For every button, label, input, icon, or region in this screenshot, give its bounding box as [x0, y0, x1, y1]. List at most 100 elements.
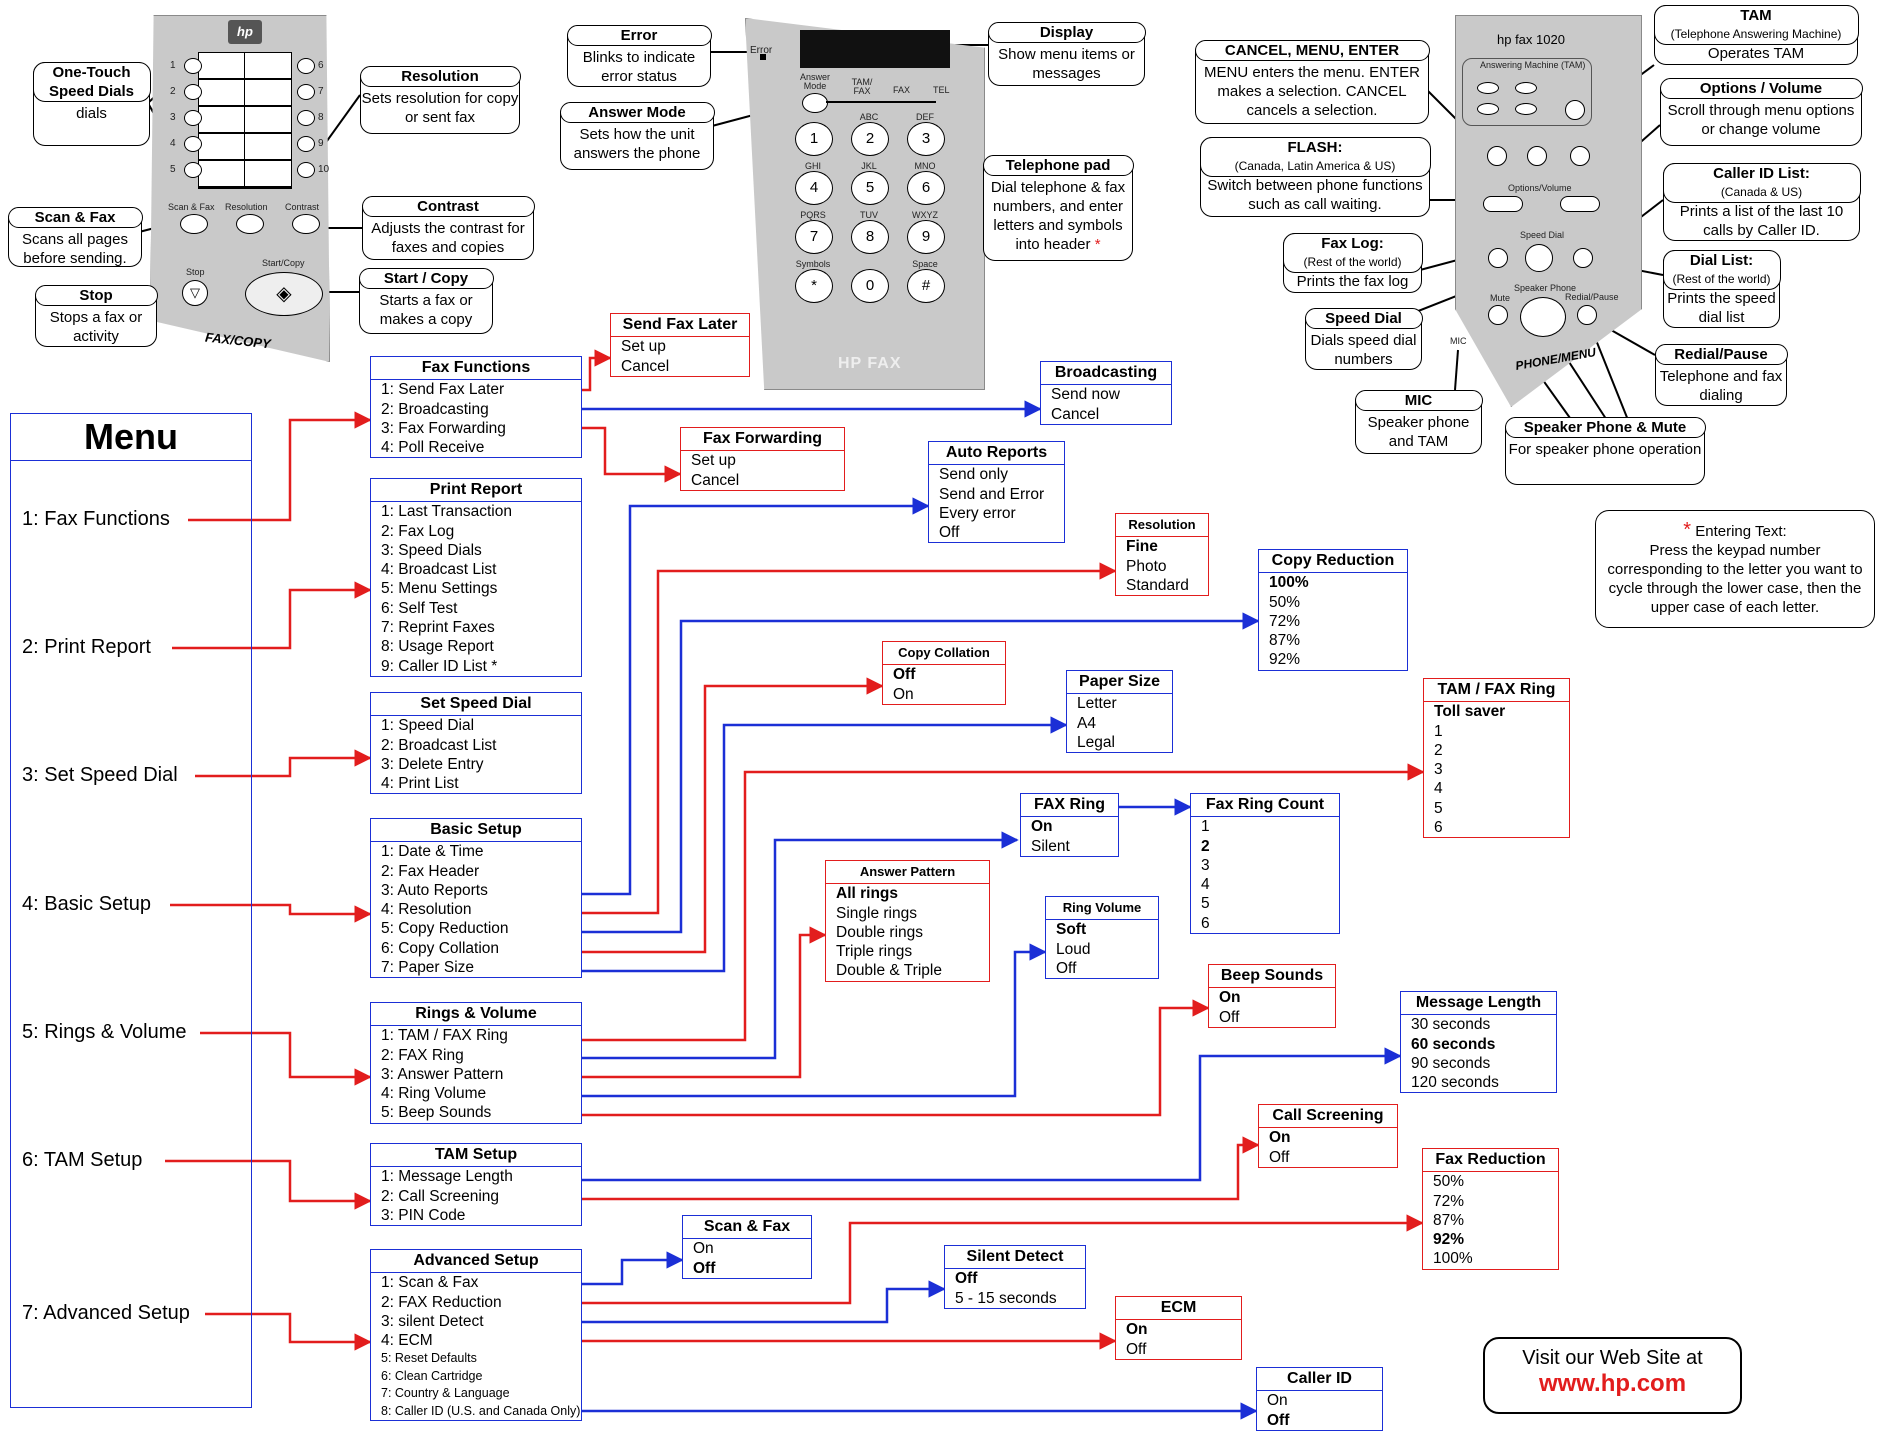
- box-item[interactable]: Set up: [691, 452, 736, 470]
- box-item[interactable]: 1: [1434, 722, 1443, 740]
- play-key[interactable]: [1565, 100, 1585, 120]
- menu-item-5[interactable]: 5: Rings & Volume: [22, 1021, 187, 1043]
- box-item[interactable]: Send now: [1051, 386, 1120, 404]
- keypad-key[interactable]: *: [795, 269, 833, 303]
- box-item[interactable]: 72%: [1433, 1192, 1465, 1210]
- skip-key[interactable]: [1477, 103, 1499, 115]
- box-item[interactable]: Off: [1126, 1340, 1147, 1358]
- box-item[interactable]: Silent: [1031, 837, 1070, 855]
- speed-dial-key[interactable]: [297, 58, 315, 74]
- box-item[interactable]: 2: Broadcasting: [381, 400, 489, 418]
- speed-dial-key[interactable]: [184, 136, 202, 152]
- box-item[interactable]: 8: Usage Report: [381, 638, 494, 656]
- box-item[interactable]: 2: Fax Header: [381, 862, 480, 880]
- box-item[interactable]: 7: Country & Language: [381, 1386, 510, 1401]
- box-item[interactable]: 6: [1201, 914, 1210, 932]
- box-item[interactable]: 4: Resolution: [381, 901, 472, 919]
- box-item[interactable]: 1: Last Transaction: [381, 503, 512, 521]
- speed-dial-key[interactable]: [297, 110, 315, 126]
- speed-dial-key[interactable]: [184, 110, 202, 126]
- box-item[interactable]: 3: Delete Entry: [381, 755, 484, 773]
- contrast-key[interactable]: [292, 214, 320, 234]
- box-item[interactable]: Fine: [1126, 538, 1158, 556]
- box-item[interactable]: On: [1267, 1392, 1288, 1410]
- speed-dial-key[interactable]: [297, 162, 315, 178]
- answer-mode-key[interactable]: [802, 93, 828, 113]
- speed-dial-key[interactable]: [297, 84, 315, 100]
- box-item[interactable]: 1: [1201, 818, 1210, 836]
- box-item[interactable]: 5: [1201, 895, 1210, 913]
- box-item[interactable]: 1: Speed Dial: [381, 717, 475, 735]
- box-item[interactable]: 7: Reprint Faxes: [381, 619, 495, 637]
- box-item[interactable]: 3: Fax Forwarding: [381, 419, 506, 437]
- box-item[interactable]: Off: [1269, 1148, 1290, 1166]
- options-left-key[interactable]: [1483, 196, 1523, 212]
- box-item[interactable]: 2: Call Screening: [381, 1187, 500, 1205]
- redial-pause-key[interactable]: [1577, 305, 1597, 325]
- box-item[interactable]: 5 - 15 seconds: [955, 1289, 1057, 1307]
- box-item[interactable]: 3: PIN Code: [381, 1206, 466, 1224]
- menu-item-1[interactable]: 1: Fax Functions: [22, 508, 170, 530]
- box-item[interactable]: 9: Caller ID List *: [381, 657, 498, 675]
- box-item[interactable]: 72%: [1269, 612, 1301, 630]
- box-item[interactable]: 2: FAX Ring: [381, 1046, 464, 1064]
- box-item[interactable]: 2: Fax Log: [381, 522, 455, 540]
- box-item[interactable]: Off: [893, 666, 916, 684]
- box-item[interactable]: 4: Broadcast List: [381, 561, 497, 579]
- box-item[interactable]: 4: [1201, 876, 1210, 894]
- box-item[interactable]: 90 seconds: [1411, 1054, 1491, 1072]
- box-item[interactable]: Standard: [1126, 576, 1189, 594]
- box-item[interactable]: 1: Scan & Fax: [381, 1274, 479, 1292]
- erase-key[interactable]: [1515, 82, 1537, 94]
- menu-key[interactable]: [1527, 146, 1547, 166]
- box-item[interactable]: 6: Clean Cartridge: [381, 1368, 483, 1383]
- record-key[interactable]: [1477, 82, 1499, 94]
- box-item[interactable]: 87%: [1269, 632, 1301, 650]
- box-item[interactable]: Photo: [1126, 557, 1167, 575]
- box-item[interactable]: Off: [693, 1259, 716, 1277]
- box-item[interactable]: 5: Beep Sounds: [381, 1104, 492, 1122]
- menu-item-2[interactable]: 2: Print Report: [22, 636, 151, 658]
- box-item[interactable]: Cancel: [621, 357, 670, 375]
- box-item[interactable]: 3: [1201, 856, 1210, 874]
- box-item[interactable]: Soft: [1056, 921, 1087, 939]
- box-item[interactable]: 100%: [1433, 1250, 1473, 1268]
- scan-fax-key[interactable]: [180, 214, 208, 234]
- box-item[interactable]: Every error: [939, 504, 1016, 522]
- box-item[interactable]: 3: [1434, 761, 1443, 779]
- box-item[interactable]: 4: Ring Volume: [381, 1085, 487, 1103]
- keypad-key[interactable]: 7: [795, 220, 833, 254]
- box-item[interactable]: 60 seconds: [1411, 1035, 1496, 1053]
- start-copy-key[interactable]: ◈: [245, 272, 323, 316]
- menu-item-4[interactable]: 4: Basic Setup: [22, 893, 151, 915]
- box-item[interactable]: 3: Speed Dials: [381, 541, 482, 559]
- box-item[interactable]: 2: Broadcast List: [381, 736, 497, 754]
- box-item[interactable]: 5: Copy Reduction: [381, 920, 509, 938]
- box-item[interactable]: On: [893, 685, 914, 703]
- box-item[interactable]: Set up: [621, 338, 666, 356]
- box-item[interactable]: 1: Send Fax Later: [381, 381, 505, 399]
- box-item[interactable]: 1: Message Length: [381, 1168, 513, 1186]
- box-item[interactable]: 3: silent Detect: [381, 1312, 484, 1330]
- box-item[interactable]: Cancel: [691, 471, 740, 489]
- box-item[interactable]: 2: [1201, 837, 1210, 855]
- box-item[interactable]: On: [1269, 1129, 1291, 1147]
- keypad-key[interactable]: 8: [851, 220, 889, 254]
- keypad-key[interactable]: 6: [907, 171, 945, 205]
- box-item[interactable]: On: [1126, 1321, 1148, 1339]
- box-item[interactable]: 50%: [1269, 593, 1301, 611]
- box-item[interactable]: 8: Caller ID (U.S. and Canada Only): [381, 1403, 581, 1418]
- box-item[interactable]: 5: [1434, 799, 1443, 817]
- box-item[interactable]: Single rings: [836, 904, 917, 922]
- box-item[interactable]: Letter: [1077, 695, 1117, 713]
- keypad-key[interactable]: 5: [851, 171, 889, 205]
- box-item[interactable]: 2: [1434, 741, 1443, 759]
- box-item[interactable]: 50%: [1433, 1173, 1465, 1191]
- box-item[interactable]: 1: Date & Time: [381, 843, 484, 861]
- box-item[interactable]: 100%: [1269, 574, 1309, 592]
- box-item[interactable]: 6: [1434, 819, 1443, 837]
- menu-item-6[interactable]: 6: TAM Setup: [22, 1149, 143, 1171]
- keypad-key[interactable]: 0: [851, 269, 889, 303]
- box-item[interactable]: 4: [1434, 780, 1443, 798]
- box-item[interactable]: 87%: [1433, 1211, 1465, 1229]
